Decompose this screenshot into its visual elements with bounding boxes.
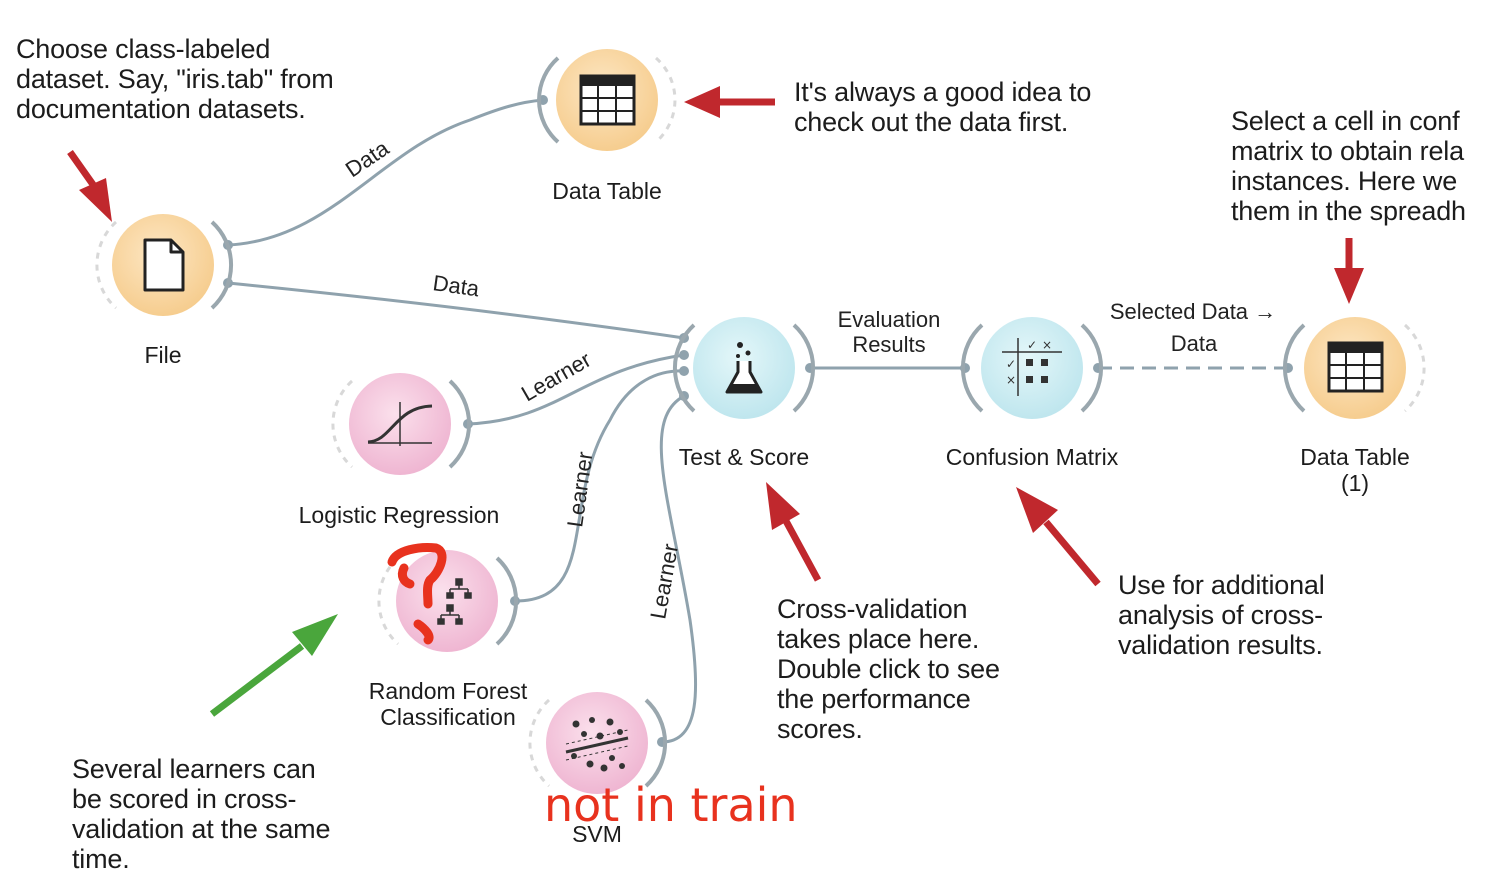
edge-label-learner-rf: Learner [562, 450, 597, 529]
svg-text:×: × [1042, 338, 1052, 352]
confusion-matrix-icon: ✓ × ✓ × [1002, 338, 1062, 396]
link-file-testscore[interactable] [227, 281, 685, 340]
table-icon [1327, 341, 1384, 393]
note-learners: Several learners can be scored in cross-… [72, 754, 331, 874]
label-svm: SVM [572, 821, 622, 847]
tree-icon [437, 578, 472, 625]
svg-text:✓: ✓ [1006, 357, 1016, 371]
link-lr-testscore[interactable] [467, 353, 685, 426]
edge-label-data-mid: Data [431, 270, 481, 301]
svg-text:✓: ✓ [1027, 338, 1037, 352]
flask-icon [725, 342, 763, 394]
label-test-score: Test & Score [678, 444, 810, 470]
widget-file[interactable] [95, 214, 234, 316]
link-svm-testscore[interactable] [659, 394, 698, 744]
note-confusion-matrix: Use for additional analysis of cross- va… [1118, 570, 1325, 660]
edge-label-selected-1: Selected Data → [1110, 299, 1276, 324]
table-icon [579, 74, 636, 126]
green-arrow-to-learners [209, 614, 338, 717]
widget-data-table-1[interactable] [1282, 317, 1426, 419]
label-data-table: Data Table [552, 178, 662, 204]
edge-label-data-top: Data [341, 135, 394, 182]
file-icon [143, 238, 185, 292]
links [227, 98, 1288, 744]
note-file: Choose class-labeled dataset. Say, "iris… [16, 34, 334, 124]
svg-text:×: × [1006, 373, 1016, 387]
edge-label-learner-svm: Learner [645, 542, 683, 621]
label-data-table-1: Data Table (1) [1300, 444, 1410, 496]
arrow-to-test-score [766, 482, 822, 582]
question-mark-scribble [387, 543, 447, 645]
arrow-to-data-table-1 [1334, 238, 1364, 304]
widget-logistic-regression[interactable] [331, 373, 472, 475]
label-random-forest: Random Forest Classification [368, 678, 528, 730]
svm-scatter-icon [565, 717, 629, 772]
widget-test-score[interactable] [672, 317, 816, 419]
edge-label-selected-2: Data [1171, 331, 1218, 356]
note-select-cell: Select a cell in conf matrix to obtain r… [1231, 106, 1466, 226]
annotation-arrows [67, 86, 1364, 587]
edge-label-eval-1: Evaluation [838, 307, 941, 332]
arrow-to-confusion-matrix [1016, 487, 1101, 587]
note-cross-validation: Cross-validation takes place here. Doubl… [777, 594, 1000, 744]
link-file-datatable[interactable] [227, 98, 544, 247]
label-confusion-matrix: Confusion Matrix [945, 444, 1119, 470]
widget-svm[interactable] [528, 692, 668, 794]
label-logistic-regression: Logistic Regression [298, 502, 500, 528]
widget-random-forest[interactable] [377, 550, 519, 652]
edge-label-learner-lr: Learner [517, 347, 595, 407]
link-rf-testscore[interactable] [514, 369, 685, 603]
note-data-table: It's always a good idea to check out the… [794, 77, 1092, 137]
widget-data-table[interactable] [537, 49, 677, 151]
not-in-train-annotation: not in train [544, 778, 798, 832]
arrow-to-file [67, 149, 112, 222]
edge-label-eval-2: Results [852, 332, 925, 357]
widget-confusion-matrix[interactable]: ✓ × ✓ × [960, 317, 1104, 419]
arrow-to-data-table [684, 86, 775, 118]
label-file: File [144, 342, 182, 368]
sigmoid-curve-icon [367, 402, 433, 446]
